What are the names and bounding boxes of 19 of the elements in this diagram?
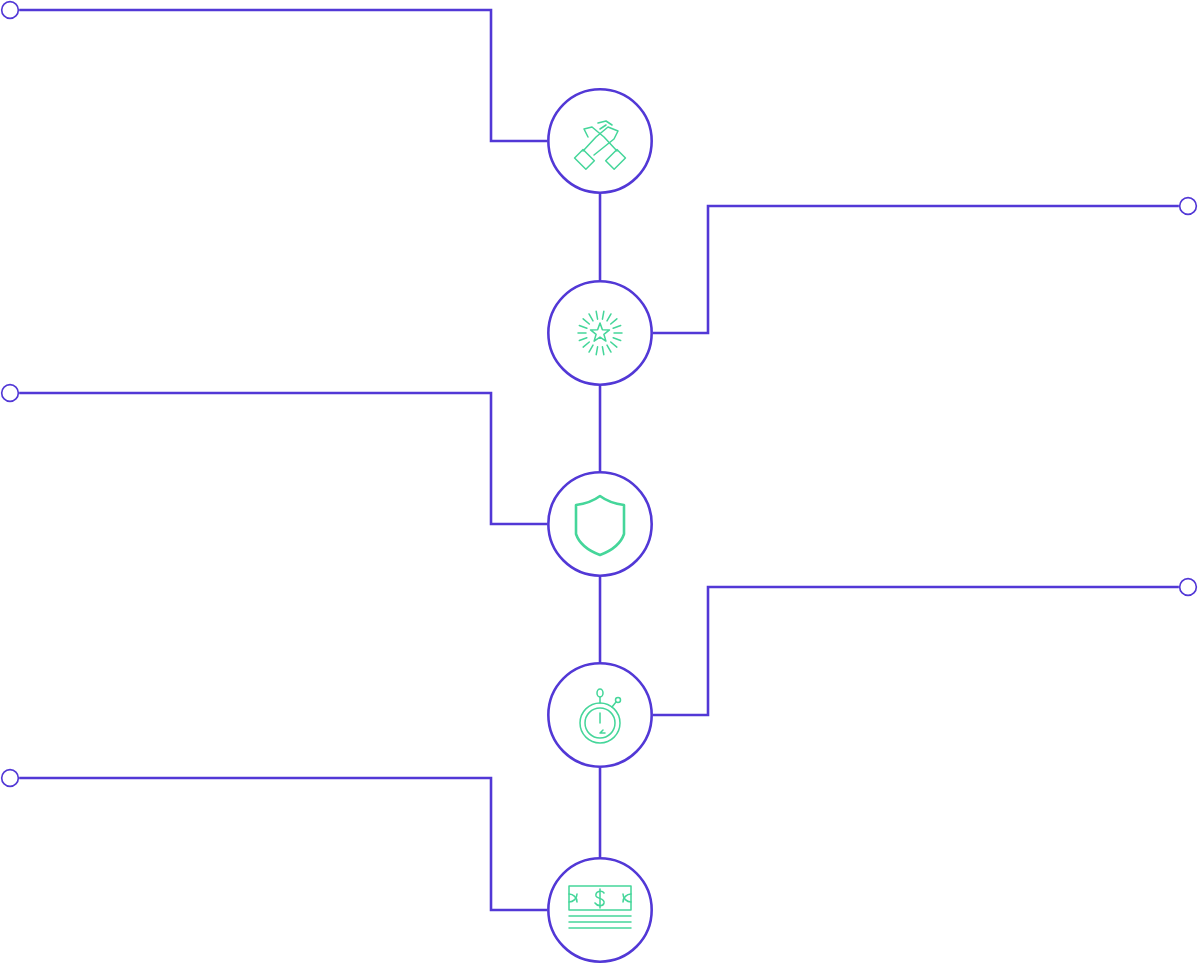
icon-circle — [547, 471, 653, 577]
connector-line — [598, 576, 602, 663]
end-point — [0, 383, 20, 403]
connector-line — [19, 391, 548, 526]
connector-line — [598, 193, 602, 281]
connector-line — [19, 776, 548, 912]
connector-line — [19, 8, 548, 143]
connector-line — [652, 585, 1179, 717]
icon-circle — [547, 662, 653, 768]
icon-circle — [547, 280, 653, 386]
end-point — [0, 0, 20, 20]
icon-circle — [547, 857, 653, 963]
end-point — [1178, 577, 1198, 597]
connector-line — [598, 767, 602, 858]
end-point — [0, 768, 20, 788]
end-point — [1178, 196, 1198, 216]
connector-line — [652, 204, 1179, 335]
icon-circle — [547, 88, 653, 194]
connector-line — [598, 385, 602, 472]
